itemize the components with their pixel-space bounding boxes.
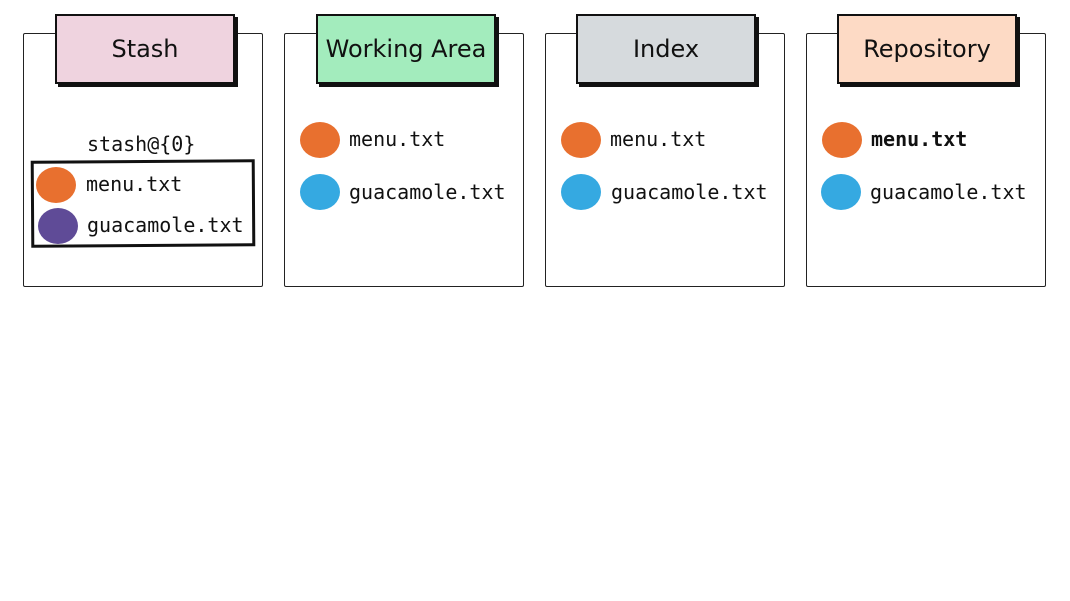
- stash-tab-title: Stash: [55, 14, 235, 84]
- stash-file-dot-guacamole: [38, 208, 78, 244]
- working-file-menu: menu.txt: [349, 127, 446, 151]
- index-file-guacamole: guacamole.txt: [611, 180, 768, 204]
- repository-file-dot-guacamole: [821, 174, 861, 210]
- stash-file-menu: menu.txt: [86, 172, 183, 196]
- index-tab-title: Index: [576, 14, 756, 84]
- repository-tab-title: Repository: [837, 14, 1017, 84]
- working-file-dot-menu: [300, 122, 340, 158]
- repository-file-menu: menu.txt: [871, 127, 968, 151]
- working-file-dot-guacamole: [300, 174, 340, 210]
- stash-entry-label: stash@{0}: [87, 132, 196, 156]
- index-file-menu: menu.txt: [610, 127, 707, 151]
- index-file-dot-menu: [561, 122, 601, 158]
- working-area-tab-title: Working Area: [316, 14, 496, 84]
- stash-file-guacamole: guacamole.txt: [87, 213, 244, 237]
- working-file-guacamole: guacamole.txt: [349, 180, 506, 204]
- index-file-dot-guacamole: [561, 174, 601, 210]
- repository-file-guacamole: guacamole.txt: [870, 180, 1027, 204]
- repository-file-dot-menu: [822, 122, 862, 158]
- stash-file-dot-menu: [36, 167, 76, 203]
